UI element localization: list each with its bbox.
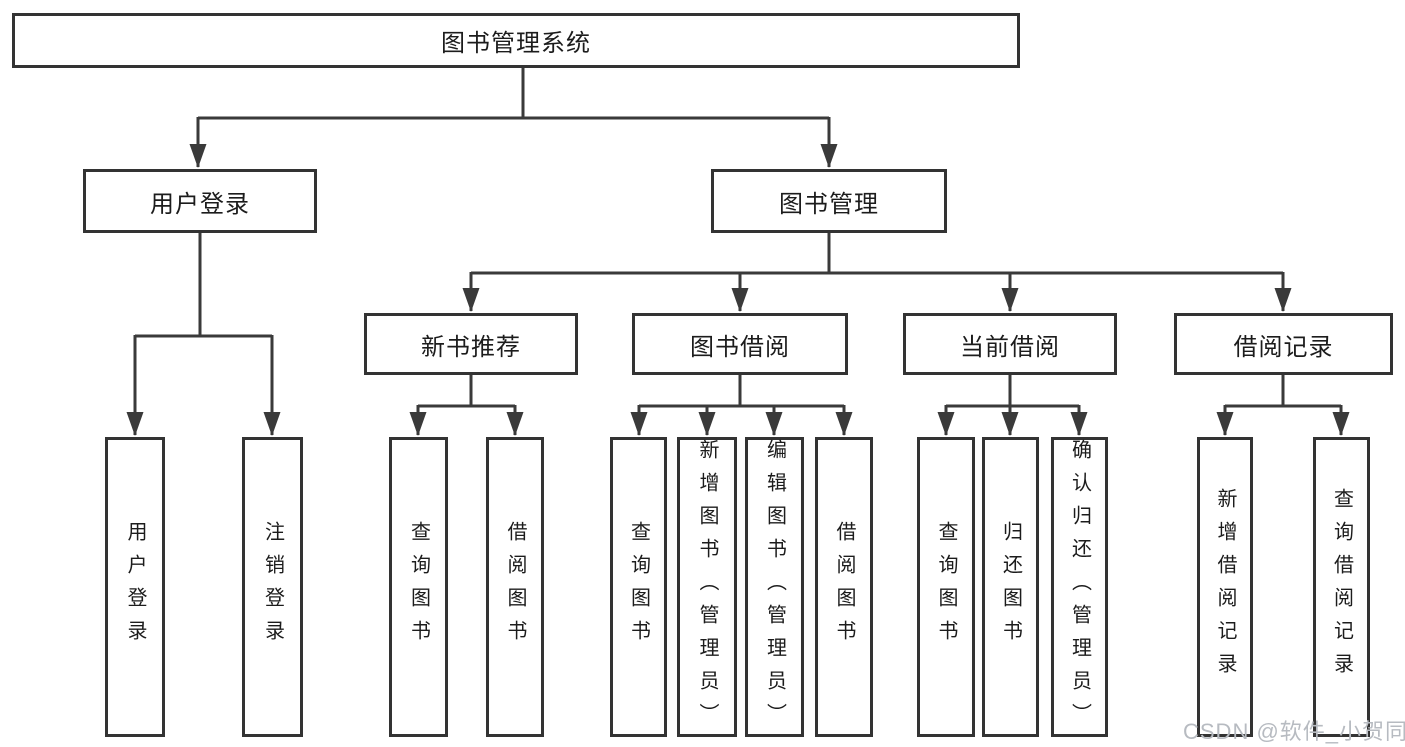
node-current-borrowing: 当前借阅 (903, 313, 1117, 375)
csdn-watermark: CSDN @软件_小贺同学 (1183, 719, 1405, 744)
leaf-confirm-return-admin: 确认归还（管理员） (1051, 437, 1108, 737)
leaf-query-borrow-record: 查询借阅记录 (1313, 437, 1370, 737)
leaf-recommend-borrow-books-label: 借阅图书 (504, 521, 526, 653)
leaf-add-borrow-record: 新增借阅记录 (1197, 437, 1253, 737)
leaf-current-query-books: 查询图书 (917, 437, 975, 737)
leaf-current-query-books-label: 查询图书 (935, 521, 957, 653)
leaf-add-books-admin-label: 新增图书（管理员） (696, 438, 718, 736)
node-book-management-label: 图书管理 (779, 190, 879, 218)
node-borrow-records-label: 借阅记录 (1233, 333, 1334, 361)
node-book-borrowing: 图书借阅 (632, 313, 848, 375)
node-user-login: 用户登录 (83, 169, 317, 233)
leaf-return-books: 归还图书 (982, 437, 1039, 737)
leaf-recommend-query-books: 查询图书 (389, 437, 448, 737)
node-new-book-recommendation-label: 新书推荐 (421, 333, 521, 361)
leaf-query-borrow-record-label: 查询借阅记录 (1330, 488, 1353, 686)
node-user-login-label: 用户登录 (150, 190, 250, 218)
leaf-borrowing-query-books-label: 查询图书 (627, 521, 650, 653)
node-borrow-records: 借阅记录 (1174, 313, 1393, 375)
leaf-recommend-borrow-books: 借阅图书 (486, 437, 544, 737)
leaf-edit-books-admin-label: 编辑图书（管理员） (763, 438, 786, 736)
leaf-logout-label: 注销登录 (261, 521, 284, 653)
leaf-recommend-query-books-label: 查询图书 (407, 521, 430, 653)
leaf-borrowing-borrow-books: 借阅图书 (815, 437, 873, 737)
leaf-borrowing-borrow-books-label: 借阅图书 (833, 521, 855, 653)
leaf-confirm-return-admin-label: 确认归还（管理员） (1068, 438, 1091, 736)
leaf-borrowing-query-books: 查询图书 (610, 437, 667, 737)
node-new-book-recommendation: 新书推荐 (364, 313, 578, 375)
leaf-logout: 注销登录 (242, 437, 303, 737)
node-book-management: 图书管理 (711, 169, 947, 233)
leaf-add-borrow-record-label: 新增借阅记录 (1214, 488, 1236, 686)
leaf-add-books-admin: 新增图书（管理员） (677, 437, 737, 737)
leaf-user-login: 用户登录 (105, 437, 165, 737)
node-current-borrowing-label: 当前借阅 (960, 333, 1060, 361)
node-root-system: 图书管理系统 (12, 13, 1020, 68)
node-book-borrowing-label: 图书借阅 (690, 333, 790, 361)
node-root-system-label: 图书管理系统 (441, 30, 591, 57)
leaf-user-login-label: 用户登录 (124, 521, 146, 653)
leaf-edit-books-admin: 编辑图书（管理员） (745, 437, 804, 737)
leaf-return-books-label: 归还图书 (999, 521, 1022, 653)
